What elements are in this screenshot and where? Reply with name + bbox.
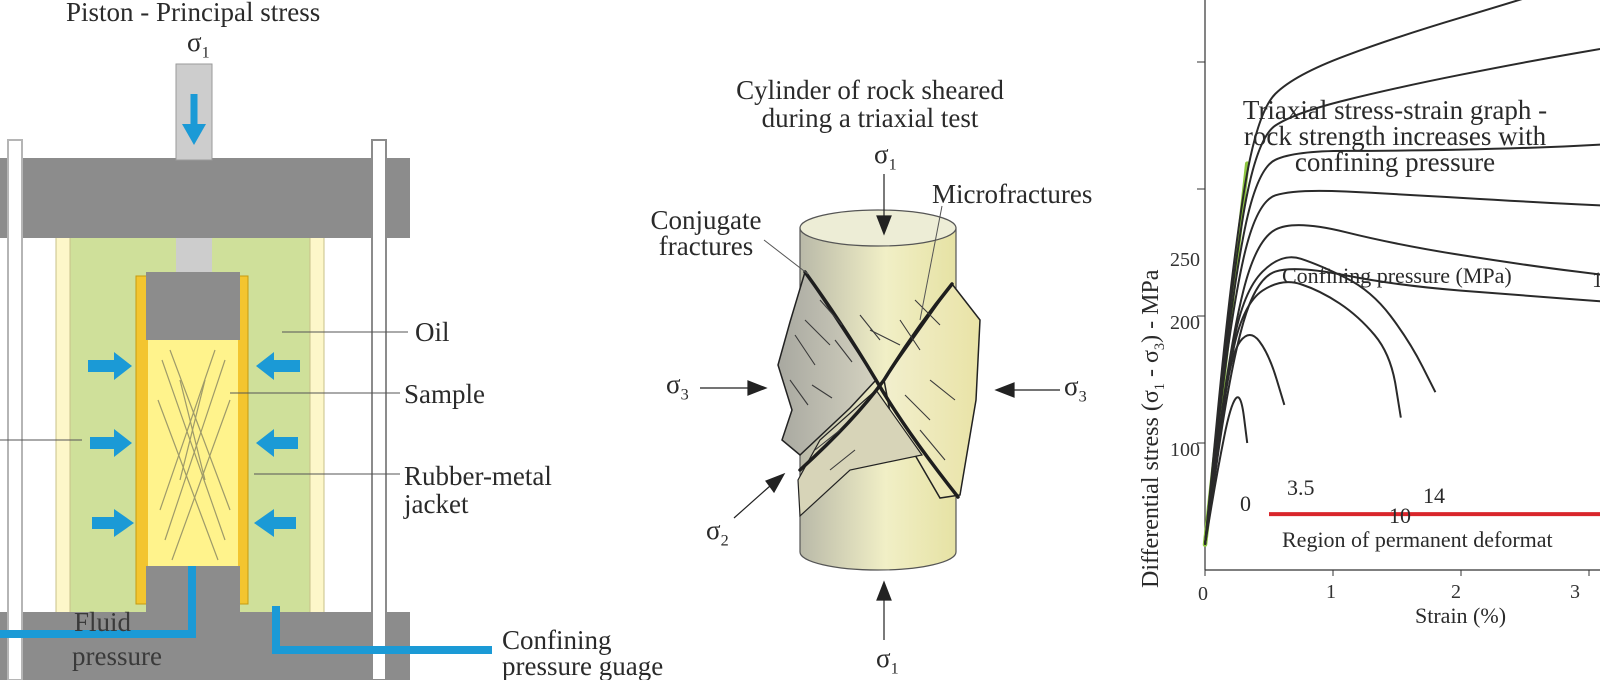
left-wall [55, 231, 71, 617]
left-fracture-block [777, 270, 877, 457]
confining-arrows-left [88, 352, 134, 537]
right-wall [309, 231, 325, 617]
microfractures-label: Microfractures [932, 179, 1093, 209]
sigma-symbol: σ [666, 369, 681, 399]
x-tick-3: 3 [1570, 581, 1580, 603]
chart-title-line3: confining pressure [1294, 147, 1496, 177]
fluid-label-line2: pressure [72, 641, 162, 671]
oil-label: Oil [415, 317, 450, 347]
microfractures-leader [919, 205, 943, 321]
conjugate-label-line2: fractures [658, 231, 754, 261]
sigma-symbol: σ [187, 27, 202, 57]
jacket-label-line1: Rubber-metal [404, 461, 552, 491]
sigma-symbol: σ [706, 515, 721, 545]
piston-arrow-head [182, 124, 206, 145]
sigma-2-middle: σ2 [706, 516, 729, 549]
sigma-subscript: 1 [201, 43, 210, 62]
sigma-1-bottom-middle: σ1 [876, 644, 899, 677]
y-axis-label-part: Differential stress (σ [1138, 390, 1164, 588]
conjugate-leader [763, 239, 809, 275]
series-label-14: 14 [1423, 483, 1445, 508]
y-axis-label-sub1: 1 [1151, 383, 1168, 391]
chart-marks [1197, 0, 1600, 576]
sigma-subscript: 1 [888, 155, 897, 174]
y-axis-label-sub3: 3 [1151, 342, 1168, 351]
left-panel-title: Piston - Principal stress [66, 0, 321, 27]
jacket-label-line2: jacket [404, 489, 469, 519]
confining-arrows-right [254, 352, 300, 537]
series-line-6 [1204, 189, 1600, 545]
sigma-symbol: σ [1064, 371, 1079, 401]
right-rod-fill [373, 141, 385, 679]
conjugate-fractures [798, 270, 960, 499]
series-line-7 [1204, 143, 1600, 545]
piston-stem [176, 238, 212, 272]
x-tick-1: 1 [1326, 581, 1336, 603]
x-tick-0: 0 [1198, 583, 1208, 605]
stress-arrows [700, 174, 1060, 640]
series-label-10: 10 [1389, 503, 1411, 528]
y-tick-200: 200 [1170, 312, 1200, 334]
top-plate [0, 158, 410, 238]
conjugate-label-line1: Conjugate [650, 205, 762, 235]
upper-platen [146, 272, 240, 340]
region-label: Region of permanent deformat [1282, 527, 1553, 552]
middle-title-line1: Cylinder of rock sheared [736, 75, 1004, 105]
y-axis-label-part: ) - MPa [1138, 269, 1164, 343]
confining-label-line1: Confining [502, 625, 612, 655]
elastic-line [1202, 161, 1250, 547]
lower-fracture-block [797, 389, 924, 518]
x-axis-label: Strain (%) [1415, 603, 1507, 628]
confining-pressure-pipe [272, 606, 492, 654]
confining-label-line2: pressure guage [502, 651, 664, 680]
y-tick-100: 100 [1170, 439, 1200, 461]
middle-title-line2: during a triaxial test [761, 103, 979, 133]
microfracture-strokes [789, 299, 956, 471]
sample-label: Sample [404, 379, 485, 409]
left-rod-fill [9, 141, 21, 679]
legend-title: Confining pressure (MPa) [1282, 263, 1512, 288]
fluid-pressure-pipe [0, 566, 196, 638]
sigma-symbol: σ [874, 139, 889, 169]
y-axis-label: Differential stress (σ1 - σ3) - MPa [1138, 270, 1169, 588]
fluid-label-line1: Fluid [74, 607, 132, 637]
series-line-2 [1204, 281, 1402, 545]
cylinder-body [799, 227, 957, 571]
sigma-3-right-middle: σ3 [1064, 372, 1087, 405]
series-label-0: 0 [1240, 491, 1251, 516]
x-tick-2: 2 [1451, 581, 1461, 603]
sigma-subscript: 3 [680, 385, 689, 404]
y-axis-label-part: - σ [1138, 350, 1164, 384]
series-line-0 [1204, 396, 1249, 545]
sample [148, 338, 238, 566]
sigma-subscript: 2 [720, 531, 729, 550]
series-label-top: 10 [1592, 267, 1600, 292]
right-fracture-block [883, 282, 981, 499]
series-label-3-5: 3.5 [1287, 475, 1315, 500]
y-tick-250: 250 [1170, 249, 1200, 271]
sigma-subscript: 1 [890, 659, 899, 678]
sigma-3-left-middle: σ3 [666, 370, 689, 403]
left-rod-front [7, 139, 23, 680]
cylinder-top [799, 209, 957, 247]
sigma-1-top-label: σ1 [187, 28, 210, 61]
sigma-1-top-middle: σ1 [874, 140, 897, 173]
sigma-subscript: 3 [1078, 387, 1087, 406]
sample-fractures [157, 349, 231, 561]
sigma-symbol: σ [876, 643, 891, 673]
triaxial-cell-diagram [0, 63, 492, 680]
